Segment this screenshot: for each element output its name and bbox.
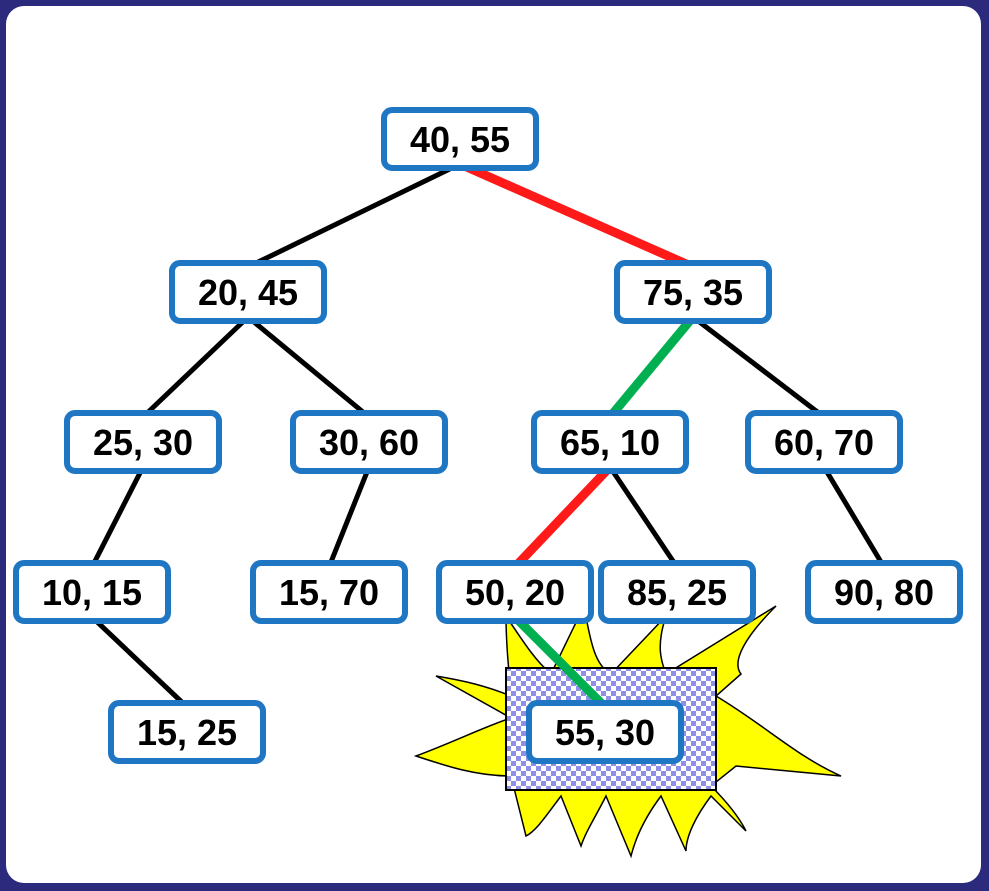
- tree-node-label: 40, 55: [410, 119, 510, 160]
- tree-node-label: 15, 70: [279, 572, 379, 613]
- tree-node-box: [169, 260, 327, 324]
- tree-node-box: [64, 410, 222, 474]
- tree-edge-black: [691, 315, 826, 419]
- tree-node-box: [290, 410, 448, 474]
- tree-node-label: 75, 35: [643, 272, 743, 313]
- diagram-frame: 40, 55 20, 45 75, 35 25, 30 30, 60 65, 10 60, …: [6, 6, 981, 883]
- tree-edge-black: [246, 315, 371, 419]
- tree-node-label: 90, 80: [834, 572, 934, 613]
- tree-edge-red: [511, 463, 614, 571]
- tree-node-box: [745, 410, 903, 474]
- tree-node-box: [614, 260, 772, 324]
- kd-tree-diagram: 40, 55 20, 45 75, 35 25, 30 30, 60 65, 10 60, …: [13, 107, 963, 859]
- tree-node-label: 65, 10: [560, 422, 660, 463]
- tree-edge-black: [326, 466, 372, 568]
- tree-node: 60, 70: [745, 410, 903, 474]
- tree-node-box: [598, 560, 756, 624]
- tree-node-box: [805, 560, 963, 624]
- tree-edge-green: [606, 314, 697, 420]
- tree-edge-black: [607, 465, 680, 569]
- tree-node-label: 30, 60: [319, 422, 419, 463]
- tree-edges: [89, 159, 887, 711]
- tree-node-label: 10, 15: [42, 572, 142, 613]
- tree-edge-black: [141, 315, 250, 419]
- tree-node-label: 60, 70: [774, 422, 874, 463]
- tree-node: 25, 30: [64, 410, 222, 474]
- tree-node: 10, 15: [13, 560, 171, 624]
- tree-edge-black: [821, 465, 887, 569]
- tree-node-label: 85, 25: [627, 572, 727, 613]
- tree-edge-black: [246, 161, 462, 270]
- tree-node: 85, 25: [598, 560, 756, 624]
- tree-node: 55, 30: [526, 700, 684, 764]
- tree-node-label: 55, 30: [555, 712, 655, 753]
- tree-node-box: [13, 560, 171, 624]
- tree-node-label: 20, 45: [198, 272, 298, 313]
- tree-node-label: 25, 30: [93, 422, 193, 463]
- tree-node: 65, 10: [531, 410, 689, 474]
- tree-edge-red: [458, 159, 695, 272]
- tree-node: 50, 20: [436, 560, 594, 624]
- tree-node: 20, 45: [169, 260, 327, 324]
- tree-node: 75, 35: [614, 260, 772, 324]
- tree-node-label: 15, 25: [137, 712, 237, 753]
- tree-edge-green: [511, 613, 609, 711]
- tree-node: 90, 80: [805, 560, 963, 624]
- tree-node-label: 50, 20: [465, 572, 565, 613]
- tree-edge-black: [90, 615, 189, 709]
- tree-node: 40, 55: [381, 107, 539, 171]
- tree-node-box: [531, 410, 689, 474]
- tree-node: 30, 60: [290, 410, 448, 474]
- tree-node-box: [526, 700, 684, 764]
- tree-node: 15, 25: [108, 700, 266, 764]
- tree-nodes: 40, 55 20, 45 75, 35 25, 30 30, 60 65, 10 60, …: [13, 107, 963, 764]
- tree-node-box: [381, 107, 539, 171]
- tree-node-box: [250, 560, 408, 624]
- tree-node-box: [108, 700, 266, 764]
- tree-node-box: [436, 560, 594, 624]
- tree-edge-black: [89, 465, 146, 569]
- tree-node: 15, 70: [250, 560, 408, 624]
